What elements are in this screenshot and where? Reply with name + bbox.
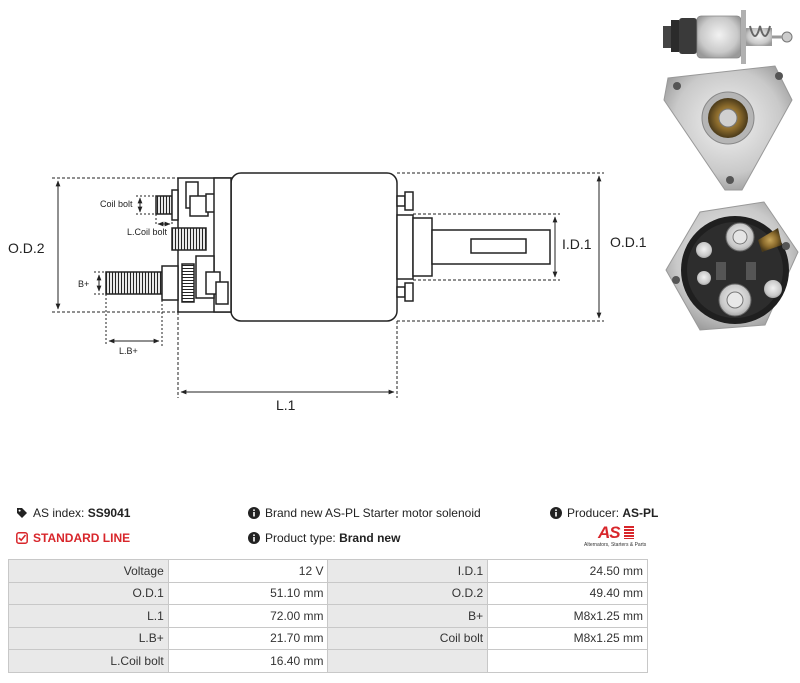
od2-label: O.D.2: [8, 240, 45, 256]
l1-label: L.1: [276, 397, 296, 413]
spec-value: [488, 650, 647, 672]
product-type-row: Product type: Brand new: [248, 531, 400, 545]
table-row: L.Coil bolt 16.40 mm: [9, 650, 647, 672]
spec-value: M8x1.25 mm: [488, 605, 647, 627]
info-icon: [248, 532, 260, 544]
product-photo-side: [663, 10, 793, 64]
solenoid-body: [105, 172, 551, 322]
producer-row: Producer: AS-PL: [550, 506, 658, 520]
spec-value: 16.40 mm: [168, 650, 328, 672]
spec-value: 21.70 mm: [168, 627, 328, 649]
spec-label: [328, 650, 488, 672]
spec-label: O.D.1: [9, 582, 168, 604]
table-row: O.D.1 51.10 mm O.D.2 49.40 mm: [9, 582, 647, 604]
logo-mark: AS: [598, 523, 621, 542]
product-type-label: Product type:: [265, 531, 336, 545]
description-row: Brand new AS-PL Starter motor solenoid: [248, 506, 481, 520]
table-row: L.1 72.00 mm B+ M8x1.25 mm: [9, 605, 647, 627]
spec-label: Voltage: [9, 560, 168, 582]
spec-label: L.1: [9, 605, 168, 627]
producer-label: Producer:: [567, 506, 620, 520]
table-row: L.B+ 21.70 mm Coil bolt M8x1.25 mm: [9, 627, 647, 649]
info-icon: [550, 507, 562, 519]
standard-line-row: STANDARD LINE: [16, 531, 130, 545]
table-row: Voltage 12 V I.D.1 24.50 mm: [9, 560, 647, 582]
spec-label: Coil bolt: [328, 627, 488, 649]
b-plus-label: B+: [78, 279, 89, 289]
product-photo-terminals: [665, 201, 799, 331]
as-index-value: SS9041: [87, 506, 131, 520]
standard-line-label: STANDARD LINE: [33, 531, 131, 545]
spec-label: B+: [328, 605, 488, 627]
product-type-value: Brand new: [339, 531, 401, 545]
product-photo-front: [663, 65, 793, 191]
as-logo: AS Alternators, Starters & Parts: [584, 523, 650, 553]
as-index-label: AS index:: [33, 506, 85, 520]
tag-icon: [17, 508, 27, 518]
spec-label: L.B+: [9, 627, 168, 649]
spec-value: 51.10 mm: [168, 582, 328, 604]
spec-value: 24.50 mm: [488, 560, 647, 582]
lb-plus-label: L.B+: [119, 346, 138, 356]
spec-label: O.D.2: [328, 582, 488, 604]
od1-label: O.D.1: [610, 234, 647, 250]
coil-bolt-label: Coil bolt: [100, 199, 133, 209]
spec-value: 49.40 mm: [488, 582, 647, 604]
logo-subtitle: Alternators, Starters & Parts: [584, 542, 647, 548]
spec-value: 12 V: [168, 560, 328, 582]
spec-label: L.Coil bolt: [9, 650, 168, 672]
product-description: Brand new AS-PL Starter motor solenoid: [265, 506, 481, 520]
technical-drawing: O.D.2 O.D.1 I.D.1 L.1 Coil bolt L.Coil b…: [8, 10, 799, 413]
spec-label: I.D.1: [328, 560, 488, 582]
l-coil-bolt-label: L.Coil bolt: [127, 227, 168, 237]
dimension-lines: [52, 172, 604, 398]
spec-value: 72.00 mm: [168, 605, 328, 627]
info-icon: [248, 507, 260, 519]
spec-value: M8x1.25 mm: [488, 627, 647, 649]
id1-label: I.D.1: [562, 236, 592, 252]
logo-flag-icon: [624, 526, 634, 539]
spec-table: Voltage 12 V I.D.1 24.50 mm O.D.1 51.10 …: [8, 559, 648, 673]
check-square-icon: [16, 532, 28, 544]
producer-value: AS-PL: [622, 506, 659, 520]
as-index-row: AS index: SS9041: [16, 506, 130, 520]
